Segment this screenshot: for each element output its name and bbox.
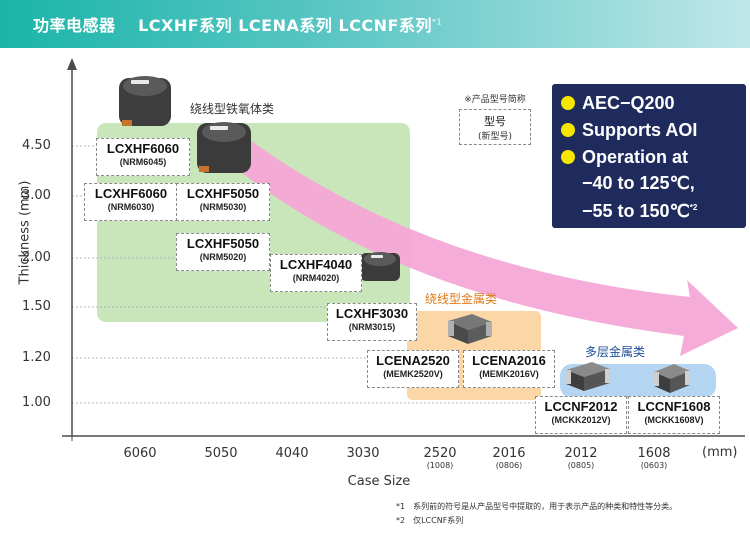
feature-temp-range-2: −55 to 150℃*2 <box>582 201 698 221</box>
y-tick-label: 1.00 <box>22 395 51 410</box>
legend-model-text: 型号 <box>484 115 506 128</box>
product-label-lcxhf6060-6030: LCXHF6060 (NRM6030) <box>84 183 178 221</box>
bullet-icon <box>561 123 575 137</box>
product-label-lcena2520: LCENA2520 (MEMK2520V) <box>367 350 459 388</box>
product-model: LCXHF5050 <box>186 236 260 251</box>
feature-supports-aoi: Supports AOI <box>561 119 697 141</box>
product-model: LCCNF2012 <box>544 399 618 414</box>
product-model: LCXHF6060 <box>106 141 180 156</box>
product-old-model: (MCKK2012V) <box>551 415 611 425</box>
x-tick-label: 2520 <box>423 446 457 461</box>
title-note-marker: *1 <box>431 17 443 27</box>
ferrite-inductor-4040-image <box>360 252 400 281</box>
footnote-2: *2 仅LCCNF系列 <box>396 516 464 525</box>
y-axis-arrowhead <box>67 58 77 70</box>
feature-temp-range-1: −40 to 125℃, <box>582 173 695 193</box>
x-tick-label: 3030 <box>346 446 380 461</box>
product-model: LCXHF5050 <box>186 186 260 201</box>
product-label-lcxhf5050-5030: LCXHF5050 (NRM5030) <box>176 183 270 221</box>
x-tick-label: 6060 <box>123 446 157 461</box>
bullet-icon <box>561 96 575 110</box>
feature-operation-temp: Operation at <box>561 146 688 168</box>
product-old-model: (MEMK2520V) <box>383 369 443 379</box>
product-model: LCXHF6060 <box>94 186 168 201</box>
product-old-model: (NRM5030) <box>199 202 247 212</box>
legend-example-box: 型号 (新型号) <box>459 109 531 145</box>
product-model: LCXHF3030 <box>335 306 409 321</box>
x-tick-label: 1608 <box>637 446 671 461</box>
product-label-lcxhf4040: LCXHF4040 (NRM4020) <box>270 254 362 292</box>
ferrite-region-label: 绕线型铁氧体类 <box>190 102 275 116</box>
product-old-model: (NRM4020) <box>292 273 340 283</box>
feature-box: AEC−Q200 Supports AOI Operation at −40 t… <box>552 84 746 228</box>
x-tick-sublabel: (0806) <box>495 461 523 470</box>
product-label-lcena2016: LCENA2016 (MEMK2016V) <box>463 350 555 388</box>
product-old-model: (MEMK2016V) <box>479 369 539 379</box>
ferrite-inductor-5050-image <box>197 122 251 173</box>
product-label-lcxhf6060-6045: LCXHF6060 (NRM6045) <box>96 138 190 176</box>
page-title: 功率电感器 LCXHF系列 LCENA系列 LCCNF系列*1 <box>33 16 443 35</box>
ferrite-inductor-6060-image <box>119 76 171 126</box>
y-tick-label: 4.50 <box>22 138 51 153</box>
metal-region-label: 绕线型金属类 <box>425 292 498 306</box>
multilayer-region-label: 多层金属类 <box>585 345 646 359</box>
product-label-lccnf2012: LCCNF2012 (MCKK2012V) <box>535 396 627 434</box>
x-axis-label: Case Size <box>347 474 411 489</box>
product-old-model: (MCKK1608V) <box>644 415 704 425</box>
y-tick-label: 2.00 <box>22 250 51 265</box>
x-tick-label: 5050 <box>204 446 238 461</box>
product-old-model: (NRM6030) <box>107 202 155 212</box>
header-banner: 功率电感器 LCXHF系列 LCENA系列 LCCNF系列*1 <box>0 0 750 48</box>
footnote-1: *1 系列前的符号是从产品型号中提取的，用于表示产品的种类和特性等分类。 <box>396 502 678 511</box>
legend-title: ※产品型号简称 <box>464 95 526 105</box>
y-tick-label: 1.50 <box>22 299 51 314</box>
product-old-model: (NRM6045) <box>119 157 167 167</box>
y-tick-label: 3.00 <box>22 188 51 203</box>
product-old-model: (NRM3015) <box>348 322 396 332</box>
product-label-lcxhf3030: LCXHF3030 (NRM3015) <box>327 303 417 341</box>
metal-inductor-2520-image <box>448 314 492 344</box>
product-model: LCXHF4040 <box>279 257 353 272</box>
feature-aec-q200: AEC−Q200 <box>561 92 675 114</box>
multilayer-inductor-2012-image <box>566 362 610 391</box>
x-tick-sublabel: (0603) <box>640 461 668 470</box>
y-tick-label: 1.20 <box>22 350 51 365</box>
trend-arrow <box>232 140 738 356</box>
x-tick-sublabel: (1008) <box>426 461 454 470</box>
product-old-model: (NRM5020) <box>199 252 247 262</box>
x-tick-label: 2016 <box>492 446 526 461</box>
x-tick-label: 4040 <box>275 446 309 461</box>
product-model: LCCNF1608 <box>637 399 711 414</box>
x-tick-label: 2012 <box>564 446 598 461</box>
x-axis-unit: (mm) <box>702 445 738 460</box>
naming-legend: ※产品型号简称 型号 (新型号) <box>452 92 538 148</box>
legend-new-model-text: (新型号) <box>477 132 513 142</box>
product-label-lccnf1608: LCCNF1608 (MCKK1608V) <box>628 396 720 434</box>
product-model: LCENA2520 <box>376 353 450 368</box>
x-tick-sublabel: (0805) <box>567 461 595 470</box>
product-label-lcxhf5050-5020: LCXHF5050 (NRM5020) <box>176 233 270 271</box>
feature-note-marker: *2 <box>689 203 698 212</box>
product-model: LCENA2016 <box>472 353 546 368</box>
multilayer-inductor-1608-image <box>654 364 690 393</box>
bullet-icon <box>561 150 575 164</box>
